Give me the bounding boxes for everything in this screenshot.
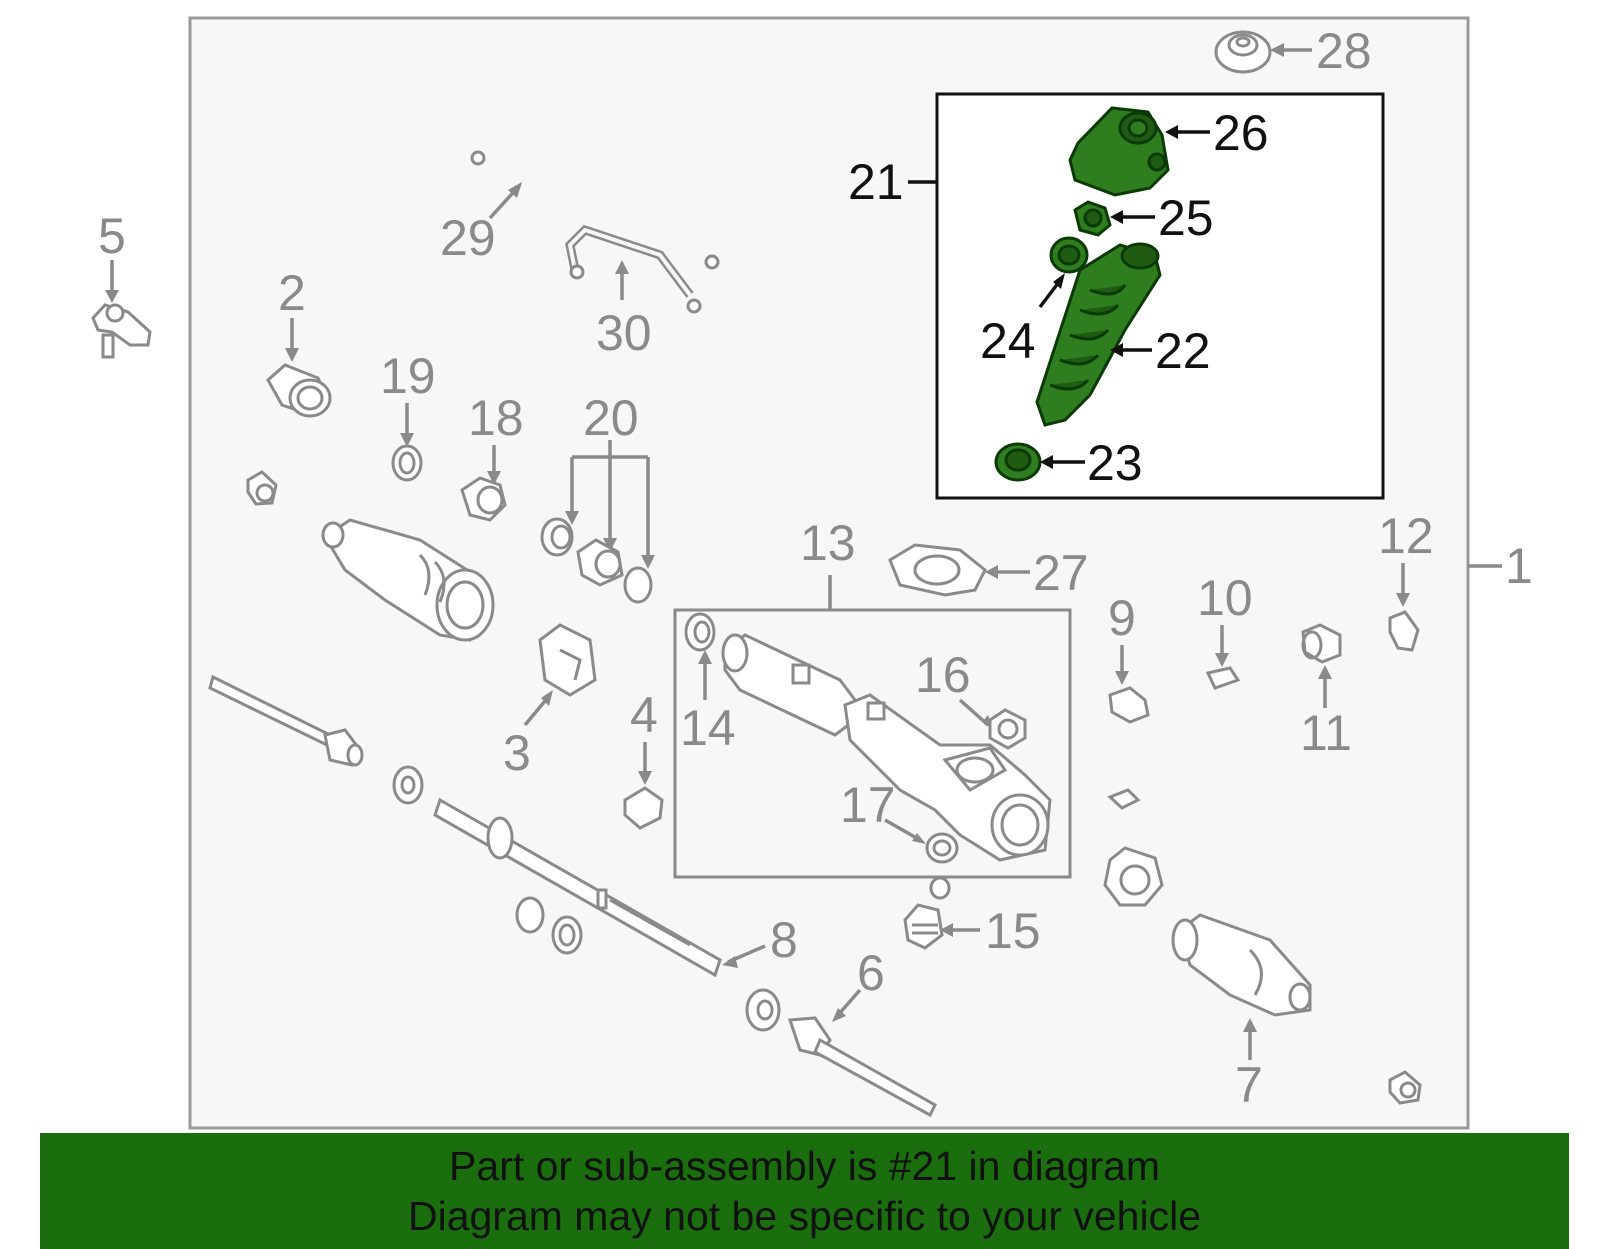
callout-22: 22 — [1155, 323, 1211, 379]
callout-18: 18 — [468, 390, 524, 446]
callout-3: 3 — [503, 725, 531, 781]
callout-23: 23 — [1087, 435, 1143, 491]
callout-11: 11 — [1300, 705, 1352, 761]
part-16-nut — [988, 708, 1027, 750]
part-clip-left — [246, 470, 278, 506]
part-9-bracket — [1108, 686, 1150, 724]
part-boot-left — [321, 518, 495, 642]
part-washer — [392, 765, 424, 805]
part-8-rack — [433, 797, 722, 978]
part-15-plug — [903, 876, 951, 950]
part-20-seals — [540, 517, 653, 604]
info-banner: Part or sub-assembly is #21 in diagram D… — [40, 1133, 1569, 1249]
part-clip-bottom-right — [1388, 1070, 1422, 1105]
callout-26: 26 — [1213, 105, 1269, 161]
callout-19: 19 — [380, 348, 436, 404]
part-22-valve — [1035, 242, 1162, 427]
part-washer-6 — [745, 988, 781, 1032]
banner-line-1: Part or sub-assembly is #21 in diagram — [449, 1143, 1160, 1189]
callout-15: 15 — [985, 903, 1041, 959]
callout-4: 4 — [630, 687, 658, 743]
part-4-sleeve — [623, 786, 664, 830]
part-14-seal — [684, 612, 716, 652]
callout-21: 21 — [848, 154, 904, 210]
callout-12: 12 — [1378, 508, 1434, 564]
part-10-pin — [1205, 666, 1241, 690]
part-rings — [515, 896, 583, 955]
callout-27: 27 — [1033, 545, 1089, 601]
callout-29: 29 — [440, 210, 496, 266]
part-clamp-right — [1103, 846, 1164, 907]
callout-1: 1 — [1505, 538, 1533, 594]
part-2-bushing — [266, 363, 332, 418]
callout-25: 25 — [1158, 190, 1214, 246]
part-bolt — [1107, 788, 1141, 810]
part-inner-tie-rod — [208, 674, 364, 767]
callout-28: 28 — [1316, 23, 1372, 79]
part-19-o-ring — [391, 444, 423, 482]
callout-30: 30 — [596, 305, 652, 361]
part-27-gasket — [888, 543, 987, 597]
callout-2: 2 — [278, 265, 306, 321]
part-5-tie-rod-end — [91, 303, 152, 359]
part-7-boot — [1171, 913, 1312, 1017]
part-25-seal — [1073, 200, 1112, 237]
part-13-housing — [721, 633, 1052, 862]
callout-24: 24 — [980, 313, 1036, 369]
part-17-plug — [925, 832, 959, 864]
callout-17: 17 — [840, 777, 896, 833]
callout-16: 16 — [915, 647, 971, 703]
callout-5: 5 — [98, 208, 126, 264]
callout-10: 10 — [1197, 570, 1253, 626]
part-29-pipe — [439, 93, 720, 270]
part-18-bushing — [460, 476, 507, 522]
part-11-bushing — [1301, 623, 1342, 664]
part-6-tie-rod — [787, 1016, 937, 1118]
callout-6: 6 — [857, 945, 885, 1001]
callout-20: 20 — [583, 390, 639, 446]
part-12-clamp — [1388, 610, 1420, 652]
part-3-bracket — [538, 623, 597, 697]
banner-line-2: Diagram may not be specific to your vehi… — [407, 1193, 1201, 1239]
callout-9: 9 — [1108, 590, 1136, 646]
callout-13: 13 — [800, 515, 856, 571]
part-26-valve-housing — [1068, 106, 1170, 197]
part-28-cap — [1214, 30, 1272, 74]
part-30-pipe — [565, 224, 702, 314]
part-24-ring — [1049, 236, 1089, 274]
subassembly-13-box — [673, 608, 1072, 879]
callout-14: 14 — [680, 700, 736, 756]
part-23-seal — [994, 442, 1042, 482]
callout-8: 8 — [770, 912, 798, 968]
callout-7: 7 — [1235, 1057, 1263, 1113]
